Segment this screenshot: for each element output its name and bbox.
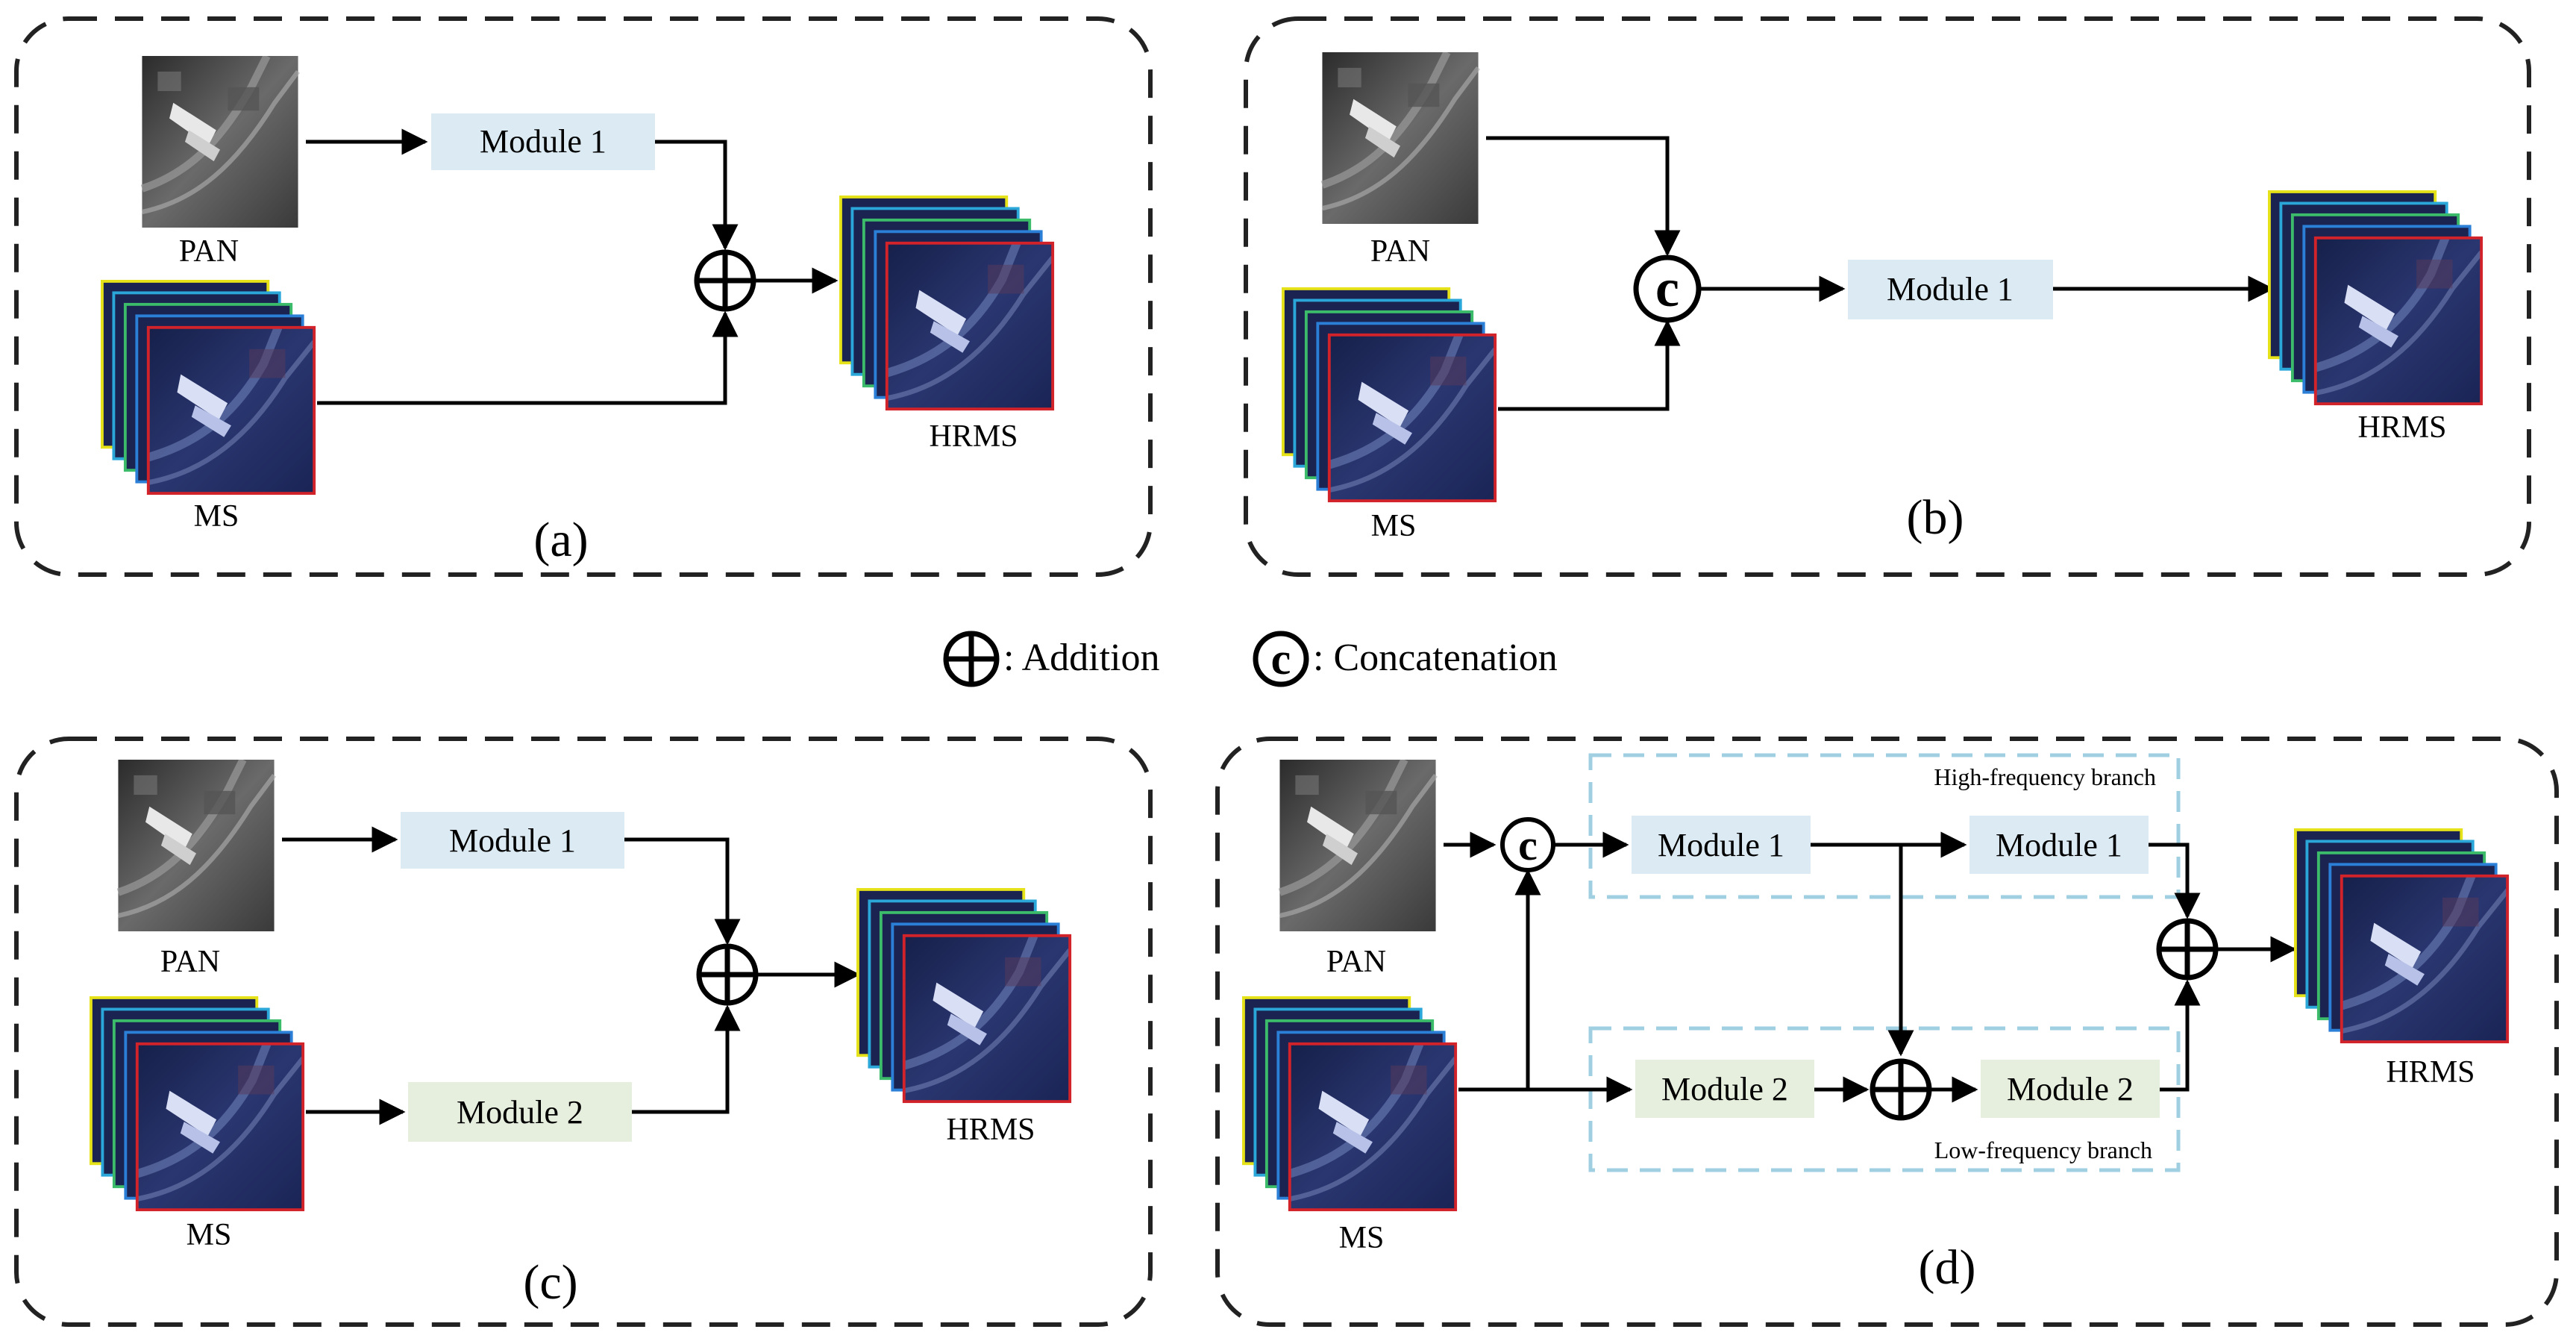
pan-label: PAN	[160, 945, 220, 979]
hrms-image-stack	[858, 890, 1070, 1101]
ms-image-stack	[102, 281, 314, 493]
concatenation-icon: c	[1633, 254, 1702, 323]
panel-a-border	[14, 16, 1153, 577]
ms-label: MS	[187, 1218, 232, 1252]
hrms-label: HRMS	[2357, 410, 2446, 445]
panel-a-caption: (a)	[533, 513, 588, 567]
module2-label: Module 2	[457, 1094, 583, 1131]
ms-image-stack	[1244, 998, 1455, 1210]
module1-box	[401, 812, 624, 869]
connector-ms-to-concat	[1498, 319, 1681, 411]
addition-icon	[696, 943, 759, 1006]
panel-b-caption: (b)	[1907, 490, 1964, 545]
pan-label: PAN	[1326, 945, 1386, 979]
connector-module2b-to-final-add	[2160, 979, 2201, 1092]
connector-module2-to-add	[632, 1004, 741, 1114]
panel-d-border	[1215, 737, 2559, 1327]
high-frequency-branch-box	[1588, 753, 2181, 899]
module1b-box	[1969, 816, 2149, 874]
module1b-label: Module 1	[1996, 827, 2122, 863]
module1-label: Module 1	[1887, 271, 2014, 307]
svg-text:c: c	[1655, 258, 1679, 318]
panel-d: PAN MS High-frequency branch Low-frequen…	[1215, 737, 2559, 1327]
hrms-image-stack	[2295, 830, 2507, 1042]
connector-ms-to-add	[317, 310, 739, 405]
connector-module1b-to-final-add	[2149, 843, 2201, 919]
ms-label: MS	[194, 499, 239, 534]
panel-b-border	[1244, 16, 2531, 577]
connector-pan-to-concat	[1486, 136, 1681, 257]
module2b-box	[1981, 1060, 2160, 1118]
legend-addition-label: : Addition	[1003, 637, 1159, 679]
module2b-label: Module 2	[2007, 1071, 2134, 1107]
connector-module1-to-add	[655, 140, 739, 251]
concatenation-icon: c	[1253, 631, 1309, 687]
module2a-label: Module 2	[1661, 1071, 1788, 1107]
panel-d-caption: (d)	[1919, 1240, 1976, 1295]
pan-image	[1322, 52, 1478, 224]
low-frequency-branch-box	[1588, 1026, 2181, 1172]
legend: : Addition c : Concatenation	[943, 631, 1558, 687]
high-frequency-branch-label: High-frequency branch	[1934, 763, 2156, 790]
pan-image	[1279, 760, 1435, 931]
panel-c: PAN MS Module 1 Module 2 HRMS (c)	[14, 737, 1153, 1327]
ms-image-stack	[1283, 289, 1495, 501]
addition-icon	[694, 249, 756, 312]
ms-image-stack	[91, 998, 303, 1210]
hrms-image-stack	[841, 197, 1053, 409]
hrms-label: HRMS	[2386, 1055, 2475, 1090]
svg-text:c: c	[1518, 821, 1538, 869]
legend-concat-label: : Concatenation	[1313, 637, 1558, 679]
hrms-label: HRMS	[929, 419, 1018, 454]
pan-image	[118, 760, 274, 931]
addition-icon	[2156, 918, 2219, 981]
panel-c-border	[14, 737, 1153, 1327]
hrms-label: HRMS	[946, 1113, 1035, 1147]
module1-box	[1848, 260, 2053, 319]
module1-box	[431, 113, 655, 170]
panel-b: PAN MS c Module 1 HRMS (b)	[1244, 16, 2531, 577]
addition-icon	[1870, 1058, 1932, 1121]
module1a-label: Module 1	[1658, 827, 1784, 863]
pan-image	[142, 56, 298, 228]
pan-label: PAN	[1370, 234, 1430, 269]
low-frequency-branch-label: Low-frequency branch	[1934, 1137, 2152, 1163]
ms-label: MS	[1371, 509, 1417, 543]
svg-text:c: c	[1271, 634, 1291, 684]
module1a-box	[1632, 816, 1811, 874]
module2a-box	[1635, 1060, 1814, 1118]
addition-icon	[943, 631, 1000, 687]
module1-label: Module 1	[449, 822, 576, 859]
module1-label: Module 1	[480, 123, 607, 160]
connector-module1-to-add	[624, 837, 741, 946]
panel-c-caption: (c)	[523, 1255, 577, 1310]
hrms-image-stack	[2269, 192, 2481, 404]
panel-a: PAN MS Module 1 HRMS (a)	[14, 16, 1153, 577]
ms-label: MS	[1339, 1221, 1385, 1255]
module2-box	[408, 1082, 632, 1142]
pan-label: PAN	[179, 234, 239, 269]
concatenation-icon: c	[1500, 817, 1555, 872]
